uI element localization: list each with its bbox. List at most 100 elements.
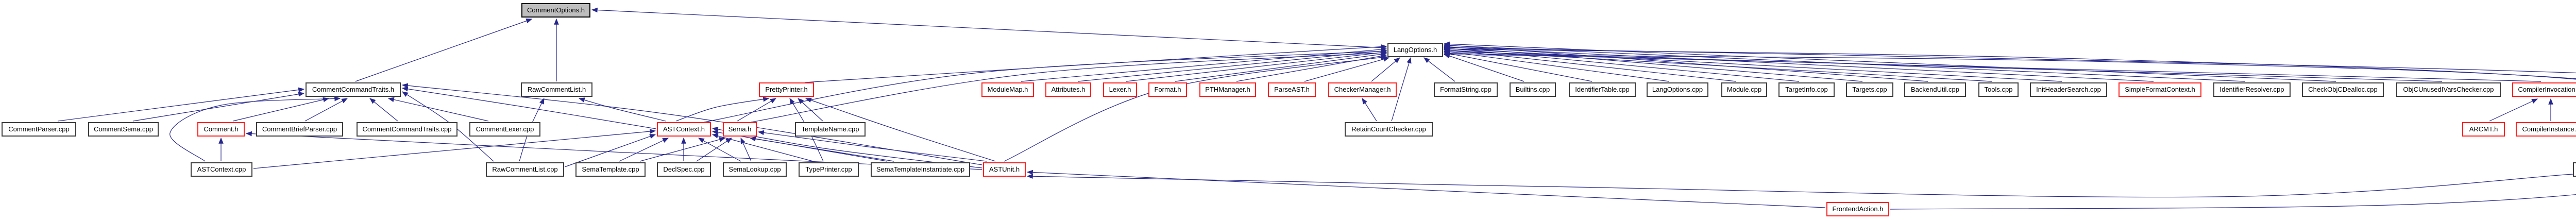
edge-astunit-to-sema_h	[757, 130, 987, 162]
edge-frontendaction-to-lang_options	[1443, 52, 2576, 210]
graph-node-astunit[interactable]: ASTUnit.h	[983, 162, 1026, 177]
graph-node-targets[interactable]: Targets.cpp	[1846, 82, 1893, 97]
graph-node-checkdealloc[interactable]: CheckObjCDealloc.cpp	[2302, 82, 2384, 97]
edge-pretty-to-lang_options	[804, 44, 1387, 83]
edge-astctx_cpp-to-astctx_h	[253, 129, 656, 169]
graph-node-templatename[interactable]: TemplateName.cpp	[795, 122, 866, 137]
edge-format-to-lang_options	[1175, 52, 1387, 82]
edge-modulemap-to-lang_options	[1021, 47, 1387, 82]
edge-lang_options-to-comment_options	[591, 7, 1387, 48]
edge-astctx_h-to-rcl_h	[578, 97, 666, 122]
graph-node-pth[interactable]: PTHManager.h	[1199, 82, 1256, 97]
edge-sematemplinst-to-sema_h	[749, 136, 894, 162]
edge-commentparser-to-cct_h	[57, 87, 305, 122]
graph-node-sematemplinst[interactable]: SemaTemplateInstantiate.cpp	[871, 162, 970, 177]
edge-rcl_cpp-to-astctx_h	[564, 134, 656, 167]
edge-semalookup-to-astctx_h	[698, 138, 741, 162]
graph-node-cgobjcmac[interactable]: CGObjCMac.cpp	[2573, 162, 2576, 177]
graph-node-rcl_h[interactable]: RawCommentList.h	[521, 82, 592, 97]
edge-cgobjcmac-to-astunit	[1026, 174, 2573, 198]
edge-frontendaction-to-astunit	[1026, 170, 1826, 208]
graph-node-pretty[interactable]: PrettyPrinter.h	[759, 82, 814, 97]
edge-lexer-to-lang_options	[1126, 50, 1387, 82]
edge-arcmt-to-compinv	[2489, 98, 2538, 122]
edge-checkermgr-to-lang_options	[1371, 57, 1400, 82]
edge-comment_h-to-cct_h	[232, 97, 330, 122]
graph-node-typeprinter[interactable]: TypePrinter.cpp	[799, 162, 859, 177]
graph-node-sematemplate[interactable]: SemaTemplate.cpp	[575, 162, 646, 177]
edge-declspec-to-sema_h	[696, 138, 733, 162]
edge-briefparser-to-cct_h	[304, 98, 348, 122]
graph-node-simplefmt[interactable]: SimpleFormatContext.h	[2119, 82, 2201, 97]
edge-initheader-to-lang_options	[1443, 46, 2062, 82]
edge-simplefmt-to-lang_options	[1443, 44, 2154, 82]
edge-sema_h-to-pretty	[737, 98, 777, 122]
graph-node-comment_h[interactable]: Comment.h	[197, 122, 245, 137]
graph-node-modulemap[interactable]: ModuleMap.h	[981, 82, 1034, 97]
edge-astctx_h-to-pretty	[675, 97, 770, 122]
graph-node-objcunused[interactable]: ObjCUnusedIVarsChecker.cpp	[2396, 82, 2501, 97]
graph-node-lang_options[interactable]: LangOptions.h	[1387, 43, 1443, 57]
graph-node-retaincount[interactable]: RetainCountChecker.cpp	[1345, 122, 1433, 137]
graph-node-cct_h[interactable]: CommentCommandTraits.h	[306, 82, 401, 97]
edge-retaincount-to-checkermgr	[1362, 97, 1377, 122]
graph-node-astctx_cpp[interactable]: ASTContext.cpp	[191, 162, 252, 177]
edge-codegenmod-to-lang_options	[1443, 45, 2576, 74]
edge-identtable-to-lang_options	[1443, 51, 1592, 82]
edge-astunit-to-lang_options	[1004, 55, 1387, 162]
graph-node-arcmt[interactable]: ARCMT.h	[2462, 122, 2505, 137]
edge-langoptscpp-to-lang_options	[1443, 49, 1670, 82]
graph-node-commentlexer[interactable]: CommentLexer.cpp	[469, 122, 540, 137]
edge-cct_h-to-comment_options	[355, 19, 533, 82]
graph-node-attributes[interactable]: Attributes.h	[1045, 82, 1091, 97]
edge-parseast-to-lang_options	[1304, 57, 1390, 82]
graph-node-modulecpp[interactable]: Module.cpp	[1721, 82, 1767, 97]
graph-node-format[interactable]: Format.h	[1148, 82, 1187, 97]
edge-formatstring-to-lang_options	[1423, 57, 1455, 82]
edge-builtins-to-lang_options	[1443, 53, 1524, 82]
graph-node-builtins[interactable]: Builtins.cpp	[1510, 82, 1556, 97]
edge-attributes-to-lang_options	[1077, 48, 1387, 82]
graph-node-sema_h[interactable]: Sema.h	[723, 122, 757, 137]
edge-sematemplate-to-astctx_h	[619, 138, 669, 162]
graph-node-frontendaction[interactable]: FrontendAction.h	[1826, 202, 1889, 216]
graph-node-semalookup[interactable]: SemaLookup.cpp	[723, 162, 787, 177]
graph-node-comment_options[interactable]: CommentOptions.h	[521, 3, 590, 18]
edge-objcunused-to-lang_options	[1443, 49, 2443, 82]
graph-node-briefparser[interactable]: CommentBriefParser.cpp	[256, 122, 343, 137]
graph-node-formatstring[interactable]: FormatString.cpp	[1434, 82, 1498, 97]
graph-node-tools[interactable]: Tools.cpp	[1978, 82, 2019, 97]
graph-node-commentparser[interactable]: CommentParser.cpp	[2, 122, 76, 137]
graph-node-backendutil[interactable]: BackendUtil.cpp	[1904, 82, 1966, 97]
graph-node-compinv[interactable]: CompilerInvocation.h	[2512, 82, 2576, 97]
edge-compinv-to-lang_options	[1443, 50, 2541, 82]
edge-cct_cpp-to-cct_h	[369, 98, 398, 122]
graph-node-declspec[interactable]: DeclSpec.cpp	[657, 162, 711, 177]
edge-retaincount-to-lang_options	[1391, 57, 1412, 122]
graph-node-parseast[interactable]: ParseAST.h	[1268, 82, 1316, 97]
graph-node-commentsema[interactable]: CommentSema.cpp	[88, 122, 159, 137]
graph-node-astctx_h[interactable]: ASTContext.h	[657, 122, 711, 137]
edge-cgobjcmac-to-lang_options	[1443, 46, 2576, 80]
graph-node-cct_cpp[interactable]: CommentCommandTraits.cpp	[357, 122, 457, 137]
graph-node-checkermgr[interactable]: CheckerManager.h	[1328, 82, 1397, 97]
graph-node-identresolver[interactable]: IdentifierResolver.cpp	[2213, 82, 2291, 97]
edge-astunit-to-cct_h	[401, 83, 982, 165]
graph-node-targetinfo[interactable]: TargetInfo.cpp	[1778, 82, 1835, 97]
edge-commentsema-to-cct_h	[132, 91, 305, 122]
graph-node-langoptscpp[interactable]: LangOptions.cpp	[1647, 82, 1708, 97]
graph-node-lexer[interactable]: Lexer.h	[1103, 82, 1137, 97]
graph-node-compinst[interactable]: CompilerInstance.h	[2516, 122, 2576, 137]
edge-astctx_h-to-cct_h	[401, 86, 656, 129]
edge-semalookup-to-sema_h	[740, 137, 752, 162]
edge-commentlexer-to-cct_h	[387, 97, 489, 122]
edge-astctx_h-to-lang_options	[704, 48, 1387, 123]
edge-pth-to-lang_options	[1236, 54, 1387, 82]
edge-sematemplate-to-sema_h	[639, 137, 726, 162]
graph-node-rcl_cpp[interactable]: RawCommentList.cpp	[486, 162, 564, 177]
graph-node-initheader[interactable]: InitHeaderSearch.cpp	[2030, 82, 2107, 97]
edge-templatename-to-pretty	[798, 98, 823, 122]
graph-node-identtable[interactable]: IdentifierTable.cpp	[1569, 82, 1636, 97]
